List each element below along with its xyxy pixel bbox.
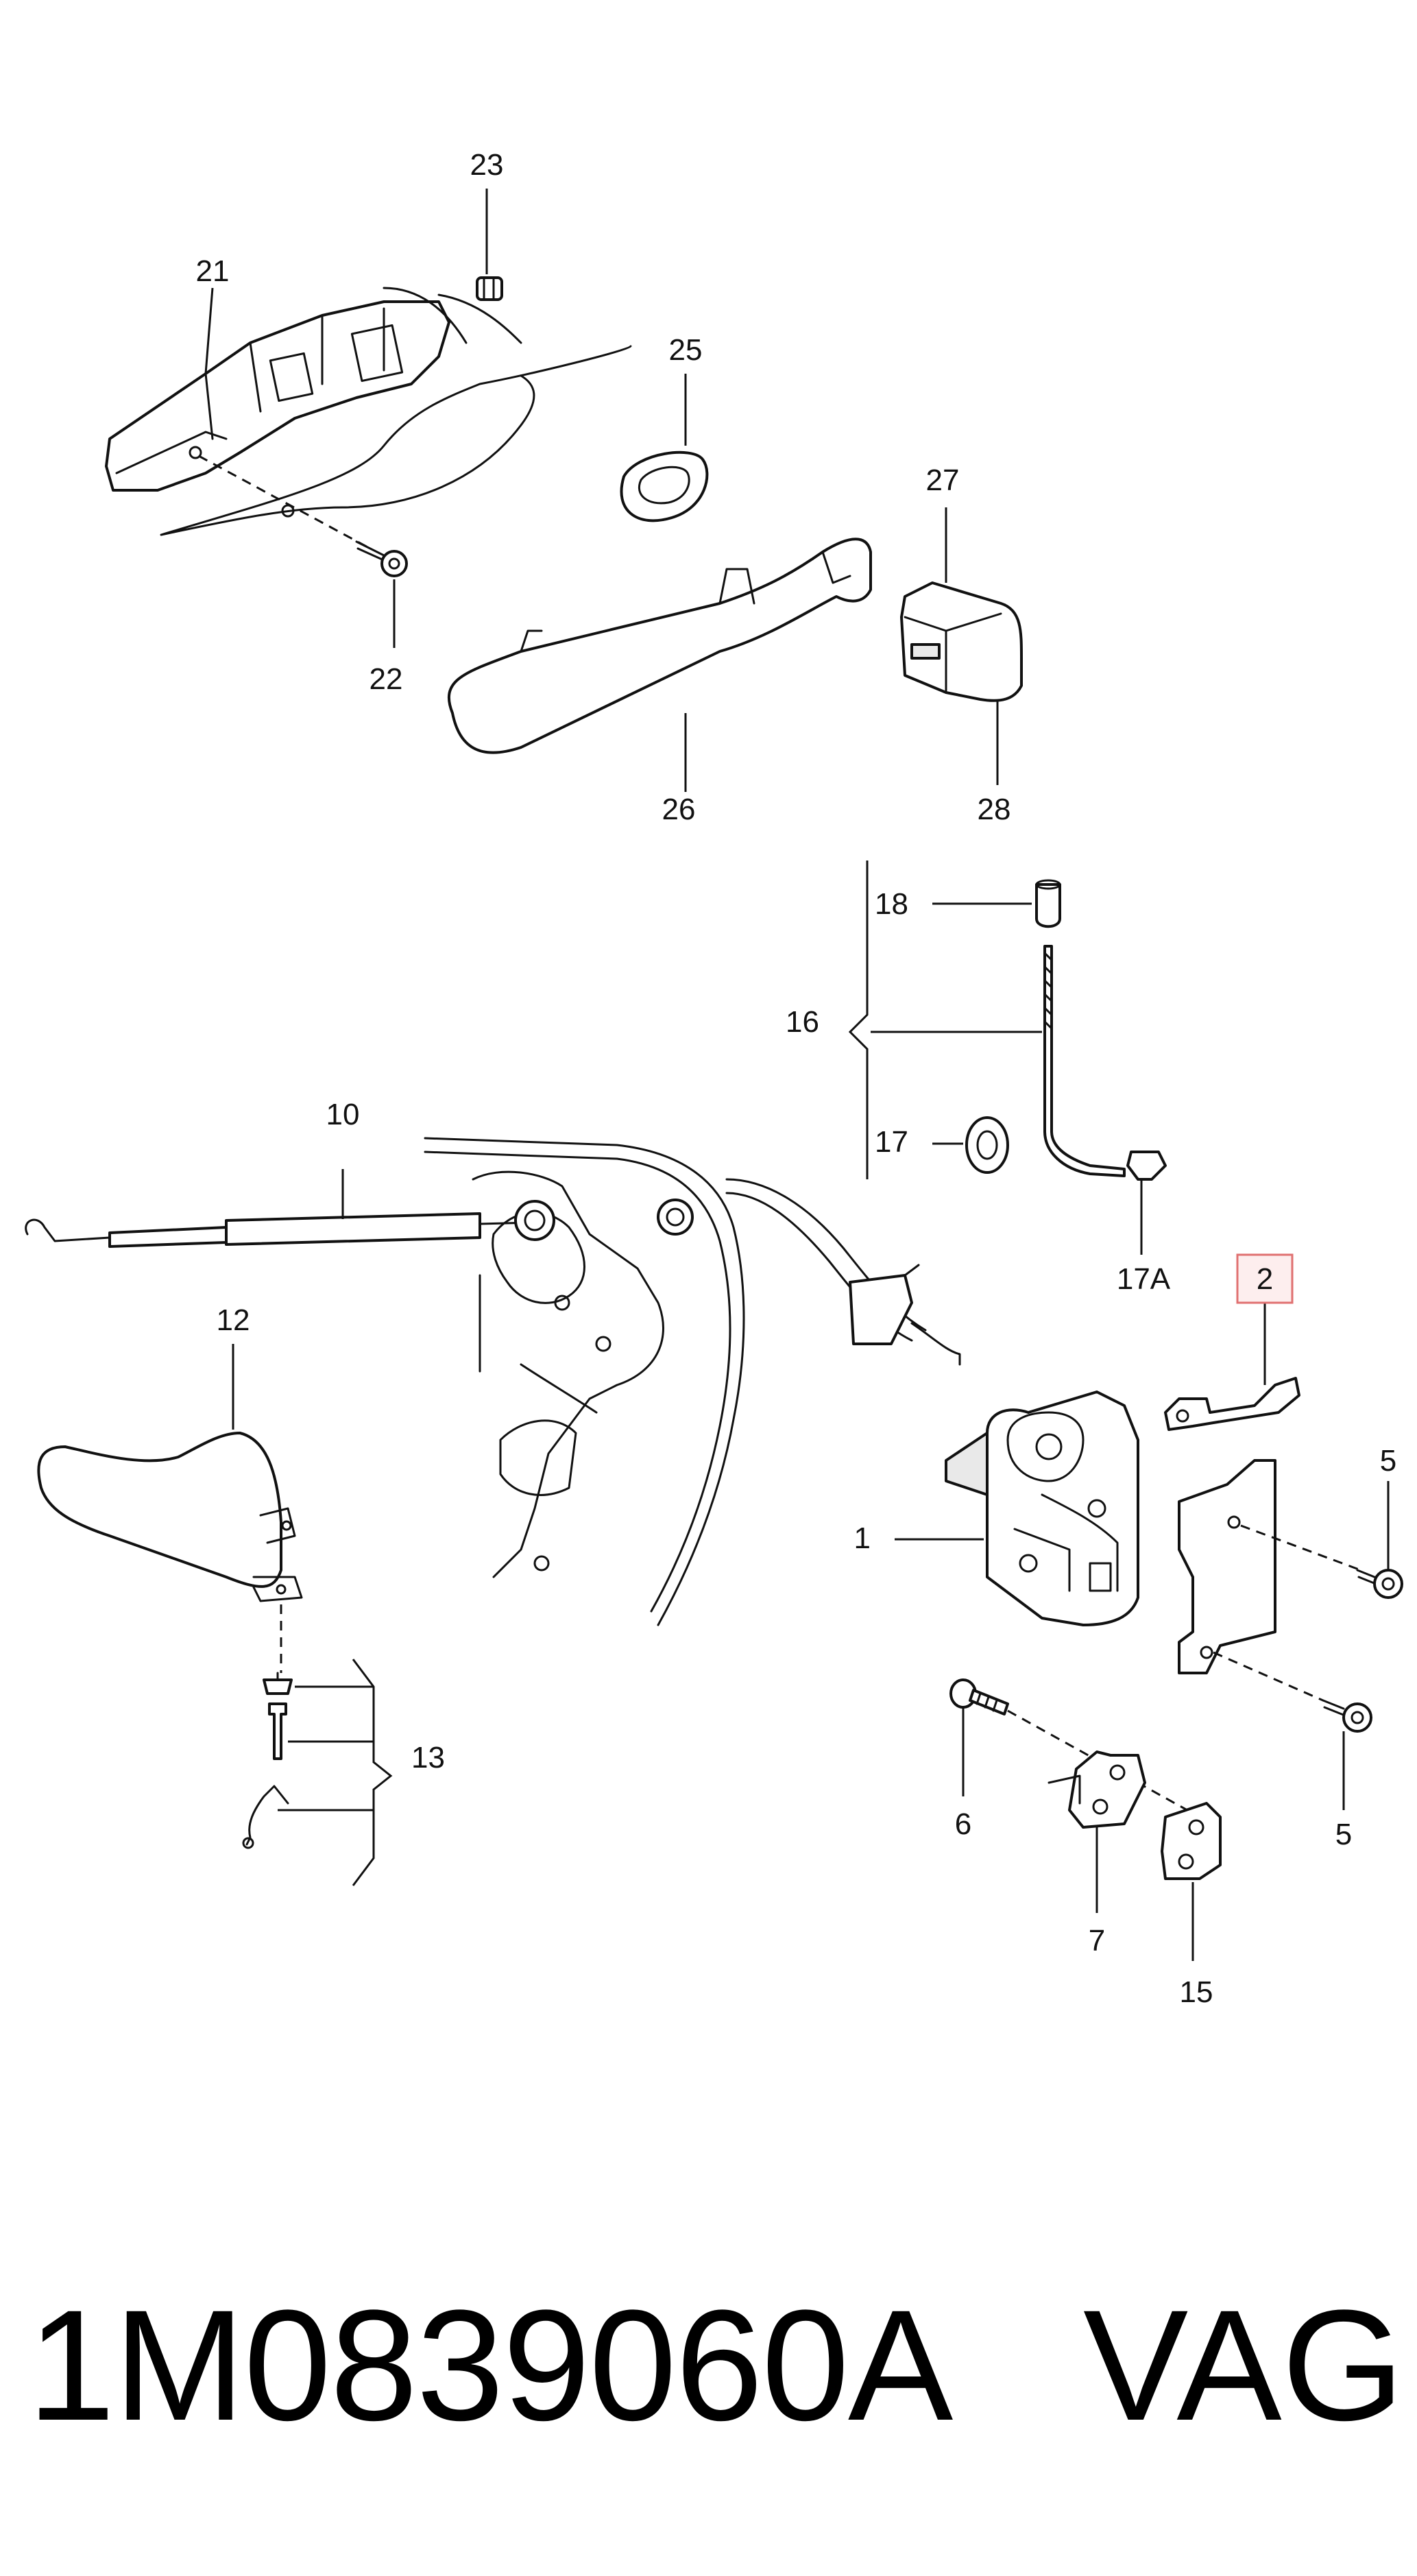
part-6-bolt (949, 1678, 1200, 1818)
highlight-box-part-2 (1236, 1253, 1294, 1304)
part-22-screw (355, 540, 408, 577)
part-2-lever (1164, 1377, 1300, 1431)
cable-bracket (849, 1264, 961, 1366)
callout-6: 6 (955, 1807, 971, 1841)
part-12-inner-handle (37, 1432, 303, 1673)
callout-12: 12 (217, 1303, 250, 1337)
part-7-striker (1047, 1750, 1146, 1829)
callout-18: 18 (875, 887, 908, 921)
callout-labels: 23 21 22 25 26 27 28 18 16 17 17A 10 2 1… (196, 148, 1397, 2009)
callout-5-lower: 5 (1335, 1818, 1352, 1851)
callout-26: 26 (662, 793, 696, 826)
callout-16: 16 (786, 1005, 819, 1039)
callout-27: 27 (926, 464, 960, 497)
lock-bracket-plate (1178, 1459, 1276, 1674)
callout-23: 23 (470, 148, 504, 182)
callout-5-upper: 5 (1380, 1444, 1396, 1478)
door-skin-outline (160, 345, 632, 536)
part-5-screw-lower (1213, 1651, 1372, 1733)
part-number-label: 1M0839060A (27, 2277, 953, 2453)
mount-hole (281, 504, 295, 518)
callout-10: 10 (326, 1098, 360, 1131)
door-skin-curve (383, 287, 522, 344)
leader-lines (204, 189, 1390, 1961)
callout-13: 13 (411, 1741, 445, 1774)
part-17-grommet (965, 1116, 1009, 1174)
part-27-28-end-cap (900, 581, 1023, 702)
part-25-gasket (620, 450, 709, 522)
callout-25: 25 (669, 333, 703, 367)
callout-22: 22 (370, 662, 403, 696)
part-17a-clip (1126, 1151, 1167, 1181)
brand-label: VAG (1083, 2277, 1405, 2453)
callout-1: 1 (854, 1521, 871, 1555)
part-15-spacer-plate (1161, 1802, 1222, 1880)
callout-15: 15 (1180, 1975, 1213, 2009)
callout-2: 2 (1257, 1262, 1273, 1296)
callout-7: 7 (1089, 1924, 1105, 1958)
callout-28: 28 (978, 793, 1011, 826)
callout-17: 17 (875, 1125, 908, 1159)
part-10-release-cable (25, 1212, 533, 1248)
part-16-lock-rod (1035, 879, 1126, 1177)
part-1-door-lock (945, 1391, 1139, 1626)
callout-17a: 17A (1117, 1262, 1171, 1296)
part-5-screw-upper (1240, 1524, 1403, 1599)
callout-21: 21 (196, 254, 230, 288)
part-13-fastener-set (242, 1672, 293, 1849)
part-21-handle-carrier (105, 300, 450, 492)
door-inner-panel (424, 1137, 745, 1626)
part-26-outer-handle (448, 538, 872, 754)
part-23-nut (476, 276, 503, 301)
part-22-axis (198, 455, 371, 550)
